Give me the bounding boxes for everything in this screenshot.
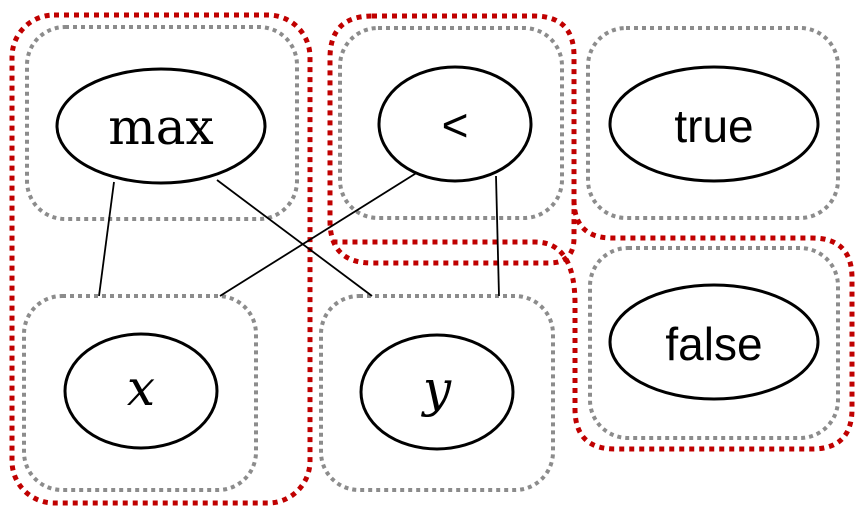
group-true-false xyxy=(330,199,855,452)
group-less-than-y xyxy=(327,13,577,266)
node-y: y xyxy=(359,333,515,451)
cell-x xyxy=(22,294,258,492)
edge-max-x xyxy=(98,181,115,297)
cell-y xyxy=(319,294,555,492)
edge-max-y xyxy=(216,179,373,297)
cell-true xyxy=(586,26,840,220)
edge-less-than-y xyxy=(495,175,500,297)
node-max-label: max xyxy=(108,98,213,156)
cell-false xyxy=(588,246,840,440)
node-less-than-label: < xyxy=(442,99,469,151)
node-false-label: false xyxy=(665,318,762,370)
node-false: false xyxy=(608,283,820,401)
group-max-x xyxy=(9,12,313,506)
node-y-label: y xyxy=(421,360,452,418)
edge-less-than-x xyxy=(219,171,419,297)
node-true: true xyxy=(608,65,820,183)
node-max: max xyxy=(55,67,267,185)
cell-max xyxy=(25,25,299,221)
cell-less-than xyxy=(338,26,564,220)
node-true-label: true xyxy=(674,100,753,152)
node-x: x xyxy=(63,332,219,450)
node-x-label: x xyxy=(127,359,155,417)
node-less-than: < xyxy=(377,65,533,183)
